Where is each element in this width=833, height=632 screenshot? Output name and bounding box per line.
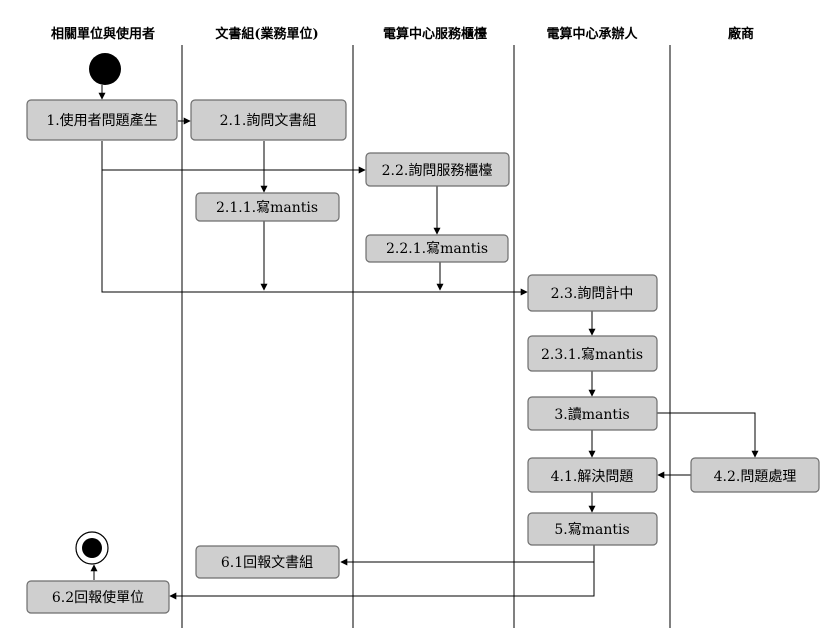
node-2-1-1-label: 2.1.1.寫mantis: [216, 199, 318, 216]
node-4-2-label: 4.2.問題處理: [714, 469, 797, 485]
node-2-1: 2.1.詢問文書組: [190, 99, 347, 141]
activity-nodes: 1.使用者問題產生 2.1.詢問文書組 2.1.1.寫mantis 2.2.詢問…: [26, 99, 820, 614]
edge-1-to-23: [101, 170, 528, 296]
node-6-2-label: 6.2回報使單位: [52, 589, 144, 606]
node-2-2-1-label: 2.2.1.寫mantis: [386, 240, 488, 257]
edge-3-to-42: [657, 412, 759, 458]
node-6-1: 6.1回報文書組: [195, 545, 340, 579]
node-4-2: 4.2.問題處理: [690, 457, 820, 493]
lane-title-user: 相關單位與使用者: [51, 26, 155, 42]
edge-5-to-61: [340, 545, 595, 566]
node-1: 1.使用者問題產生: [26, 99, 178, 141]
end-node: [75, 531, 109, 565]
node-2-1-1: 2.1.1.寫mantis: [195, 192, 340, 222]
node-4-1: 4.1.解決問題: [527, 457, 658, 493]
edge-5-to-62: [169, 562, 595, 600]
lane-separators: [181, 45, 671, 628]
node-2-3-label: 2.3.詢問計中: [551, 286, 634, 302]
lane-title-counter: 電算中心服務櫃檯: [383, 26, 487, 42]
node-4-1-label: 4.1.解決問題: [551, 469, 634, 485]
lane-title-handler: 電算中心承辦人: [546, 26, 638, 42]
node-2-3: 2.3.詢問計中: [527, 274, 658, 312]
node-5: 5.寫mantis: [527, 512, 658, 546]
node-3-label: 3.讀mantis: [554, 407, 629, 423]
edge-1-to-22: [101, 141, 366, 174]
node-2-2-1: 2.2.1.寫mantis: [365, 234, 509, 263]
node-6-1-label: 6.1回報文書組: [221, 555, 313, 571]
node-6-2: 6.2回報使單位: [26, 580, 170, 614]
lane-title-vendor: 廠商: [728, 26, 754, 42]
node-2-2-label: 2.2.詢問服務櫃檯: [382, 163, 493, 179]
lane-title-docs: 文書組(業務單位): [215, 26, 318, 42]
node-2-2: 2.2.詢問服務櫃檯: [365, 152, 510, 187]
node-2-3-1-label: 2.3.1.寫mantis: [541, 346, 643, 363]
connectors: [90, 85, 759, 600]
start-node: [89, 53, 121, 85]
node-3: 3.讀mantis: [527, 396, 658, 431]
node-5-label: 5.寫mantis: [554, 521, 629, 538]
node-2-1-label: 2.1.詢問文書組: [220, 113, 317, 129]
node-2-3-1: 2.3.1.寫mantis: [527, 335, 658, 372]
node-1-label: 1.使用者問題產生: [46, 112, 157, 129]
lane-titles: 相關單位與使用者 文書組(業務單位) 電算中心服務櫃檯 電算中心承辦人 廠商: [51, 26, 754, 42]
